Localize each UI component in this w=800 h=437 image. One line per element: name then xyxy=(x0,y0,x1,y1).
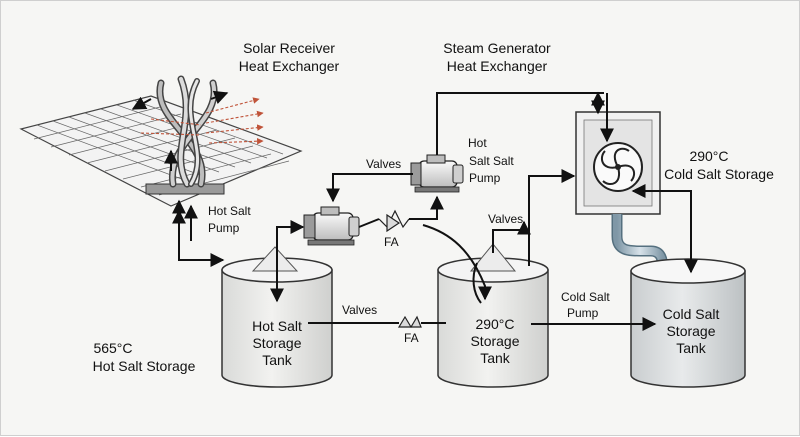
receiver-flow-arrows xyxy=(131,90,229,171)
upper-pump-label-3: Pump xyxy=(469,171,501,185)
pipe-fa-to-upper-pump xyxy=(409,195,444,220)
hot-storage-temp-label: 565°C xyxy=(93,340,132,356)
cold-tank-label-1: Cold Salt xyxy=(663,306,720,322)
hot-tank-label-3: Tank xyxy=(262,352,293,368)
heat-rays xyxy=(140,97,264,145)
hot-tank-label-1: Hot Salt xyxy=(252,318,302,334)
middle-tank-label-1: 290°C xyxy=(475,316,514,332)
flow-arrestor-upper xyxy=(378,209,410,233)
fa-label-top: FA xyxy=(384,235,399,249)
flow-arrestor-lower xyxy=(397,315,422,329)
upper-pump-label-2: Salt Salt xyxy=(469,154,514,168)
valves-label-bottom: Valves xyxy=(342,303,377,317)
upper-pump-label-1: Hot xyxy=(468,136,487,150)
cold-salt-pump-label-2: Pump xyxy=(567,306,599,320)
cold-storage-name-label: Cold Salt Storage xyxy=(664,166,774,182)
lower-pump-label-2: Pump xyxy=(208,221,240,235)
pipe-pump-to-fa xyxy=(358,218,380,228)
solar-receiver-label-2: Heat Exchanger xyxy=(239,58,340,74)
middle-storage-tank xyxy=(437,243,549,388)
cold-storage-temp-label: 290°C xyxy=(689,148,728,164)
pipe-valves-loop xyxy=(326,173,413,203)
valves-label-small: Valves xyxy=(488,212,523,226)
hot-salt-pump-lower xyxy=(303,206,360,246)
hot-storage-name-label: Hot Salt Storage xyxy=(93,358,196,374)
pipe-hot-tank-to-pump xyxy=(270,220,305,303)
steam-generator xyxy=(575,91,669,272)
pipe-middle-valves xyxy=(492,220,531,253)
lower-pump-label-1: Hot Salt xyxy=(208,204,251,218)
middle-tank-label-2: Storage xyxy=(470,333,519,349)
pipe-into-middle-tank xyxy=(422,224,492,301)
hot-salt-pump-upper xyxy=(410,154,464,193)
valves-label-top: Valves xyxy=(366,157,401,171)
cold-tank-label-2: Storage xyxy=(666,323,715,339)
pipe-pump-to-steam-generator xyxy=(436,92,604,155)
middle-tank-label-3: Tank xyxy=(480,350,511,366)
cold-salt-pump-label-1: Cold Salt xyxy=(561,290,610,304)
hot-tank-label-2: Storage xyxy=(252,335,301,351)
steam-generator-label-2: Heat Exchanger xyxy=(447,58,548,74)
pipe-receiver-hot-tank xyxy=(172,209,225,267)
cold-tank-label-3: Tank xyxy=(676,340,707,356)
fa-label-bottom: FA xyxy=(404,331,419,345)
solar-receiver-label-1: Solar Receiver xyxy=(243,40,335,56)
fan-blades xyxy=(600,147,636,185)
piping xyxy=(172,92,698,331)
solar-receiver xyxy=(19,75,303,241)
pipe-steam-generator-cold-tank xyxy=(631,184,698,274)
steam-generator-label-1: Steam Generator xyxy=(443,40,551,56)
pipe-middle-to-steam-generator xyxy=(528,169,576,266)
